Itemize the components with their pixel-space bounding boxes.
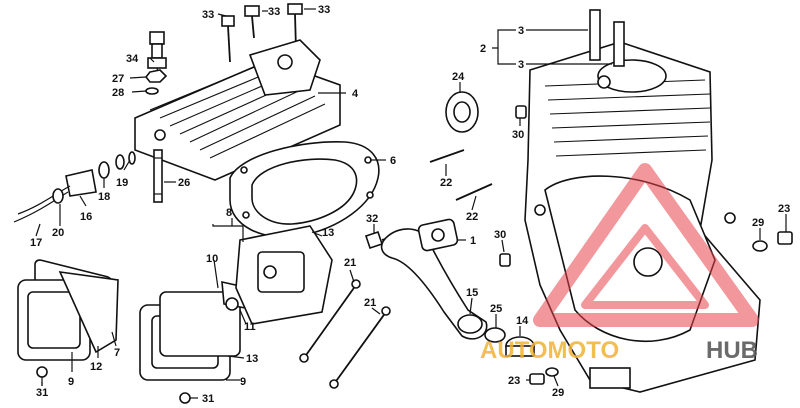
intake-gasket xyxy=(417,218,459,252)
callout-31-left: 31 xyxy=(36,387,48,399)
cover-plate-middle xyxy=(139,280,259,381)
callout-8: 8 xyxy=(226,207,232,219)
guide-plate-13 xyxy=(235,225,333,325)
callout-24: 24 xyxy=(452,71,465,83)
callout-12: 12 xyxy=(90,361,102,373)
callout-4: 4 xyxy=(352,88,359,100)
callout-27: 27 xyxy=(112,73,124,85)
plug-23-right xyxy=(777,231,793,245)
watermark-brand-left: AUTOMOTO xyxy=(480,337,619,364)
push-rod-21-lower xyxy=(329,306,391,389)
callout-6: 6 xyxy=(390,155,396,167)
callout-33-mid: 33 xyxy=(268,6,280,18)
callout-16: 16 xyxy=(80,211,92,223)
spark-plug xyxy=(147,31,167,83)
callout-15: 15 xyxy=(466,287,478,299)
callout-23-bottom: 23 xyxy=(508,375,520,387)
plug-23-bottom xyxy=(529,373,545,385)
stud-26 xyxy=(153,149,163,203)
dowel-30-lower xyxy=(499,253,511,267)
callout-7: 7 xyxy=(114,347,120,359)
callout-23-right: 23 xyxy=(778,203,790,215)
callout-21-lower: 21 xyxy=(364,297,376,309)
callout-26: 26 xyxy=(178,177,190,189)
callout-13-lower: 13 xyxy=(246,353,258,365)
stud-22-upper xyxy=(429,149,465,163)
callout-3-lower: 3 xyxy=(518,59,524,71)
washer-29-right xyxy=(752,240,768,252)
plug-14 xyxy=(505,336,535,357)
callout-28: 28 xyxy=(112,87,124,99)
callout-3-upper: 3 xyxy=(518,25,524,37)
bolt-33-left xyxy=(221,15,235,63)
bolt-31-left xyxy=(36,366,48,386)
cover-plate-left xyxy=(17,259,119,361)
callout-14: 14 xyxy=(516,315,529,327)
callout-9-middle: 9 xyxy=(240,376,246,388)
nut-27 xyxy=(144,69,168,83)
callout-labels: 33 33 33 34 27 28 4 6 19 18 16 26 17 20 … xyxy=(30,4,790,405)
callout-29-bottom: 29 xyxy=(552,387,564,399)
callout-22-upper: 22 xyxy=(440,177,452,189)
callout-18: 18 xyxy=(98,191,110,203)
oil-seal-24 xyxy=(445,91,479,133)
callout-20: 20 xyxy=(52,227,64,239)
callout-33-right: 33 xyxy=(318,4,330,16)
watermark-triangle xyxy=(533,163,759,327)
ignition-lead xyxy=(13,151,136,223)
callout-1: 1 xyxy=(470,235,476,247)
callout-17: 17 xyxy=(30,237,42,249)
callout-33-left: 33 xyxy=(202,9,214,21)
callout-29-right: 29 xyxy=(752,217,764,229)
seal-25 xyxy=(484,327,506,343)
callout-22-lower: 22 xyxy=(466,211,478,223)
callout-32: 32 xyxy=(366,213,378,225)
washer-28 xyxy=(145,87,159,95)
callout-21-upper: 21 xyxy=(344,257,356,269)
callout-19: 19 xyxy=(116,177,128,189)
callout-34: 34 xyxy=(126,53,139,65)
callout-2: 2 xyxy=(480,43,486,55)
callout-25: 25 xyxy=(490,303,502,315)
leader-lines xyxy=(35,8,787,399)
cylinder-block xyxy=(524,9,761,393)
stud-22-lower xyxy=(455,183,493,201)
dowel-30-upper xyxy=(515,105,527,119)
callout-31-middle: 31 xyxy=(202,393,214,405)
bolt-33-mid xyxy=(244,5,260,39)
cylinder-head xyxy=(134,39,341,181)
head-gasket xyxy=(229,141,380,238)
watermark-logo: AUTOMOTO HUB xyxy=(480,163,759,364)
callout-11: 11 xyxy=(244,321,256,333)
bolt-31-middle xyxy=(179,392,191,404)
watermark-brand-right: HUB xyxy=(706,337,758,364)
callout-30-lower: 30 xyxy=(494,229,506,241)
callout-30-upper: 30 xyxy=(512,129,524,141)
callout-13-upper: 13 xyxy=(322,227,334,239)
callout-10: 10 xyxy=(206,253,218,265)
callout-9-left: 9 xyxy=(68,376,74,388)
washer-29-bottom xyxy=(545,367,559,377)
